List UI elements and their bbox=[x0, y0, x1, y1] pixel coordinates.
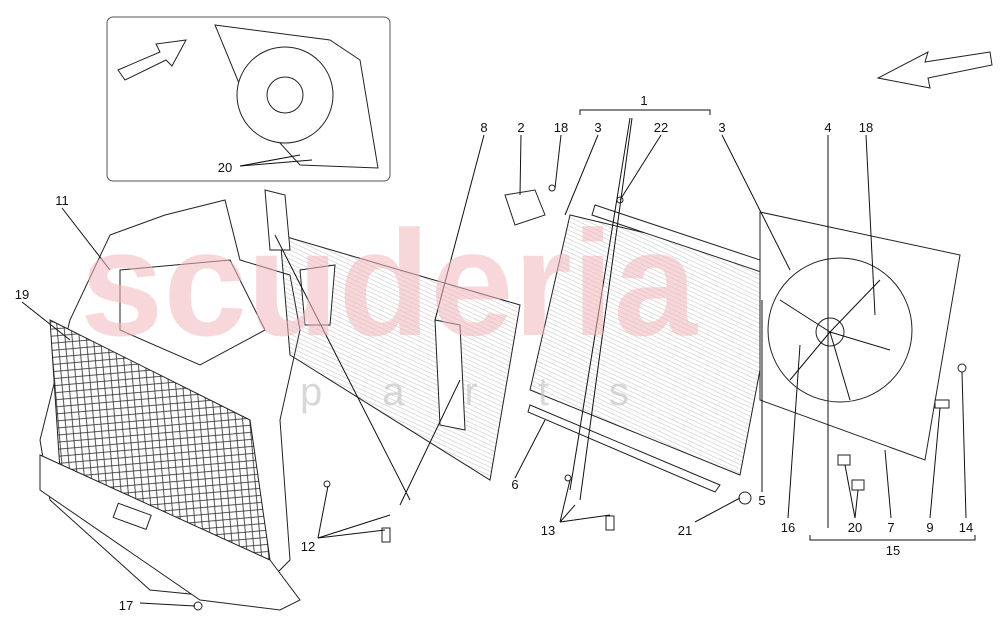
callout-20: 20 bbox=[848, 520, 862, 535]
inset-view: 20 bbox=[106, 16, 391, 182]
callout-22: 22 bbox=[654, 120, 668, 135]
callout-2: 2 bbox=[517, 120, 524, 135]
callout-9: 9 bbox=[926, 520, 933, 535]
direction-arrow-icon bbox=[117, 39, 187, 81]
callout-1: 1 bbox=[640, 93, 647, 108]
callout-7: 7 bbox=[887, 520, 894, 535]
callout-15: 15 bbox=[886, 543, 900, 558]
callout-17: 17 bbox=[119, 598, 133, 613]
leader-lines bbox=[21, 109, 976, 607]
callout-6: 6 bbox=[511, 477, 518, 492]
callout-18: 18 bbox=[554, 120, 568, 135]
grille-part-19 bbox=[39, 319, 301, 611]
callout-21: 21 bbox=[678, 523, 692, 538]
callout-5: 5 bbox=[758, 493, 765, 508]
callout-20-inset: 20 bbox=[218, 160, 232, 175]
callout-3: 3 bbox=[718, 120, 725, 135]
fan-assembly-part-15 bbox=[759, 211, 967, 491]
callout-16: 16 bbox=[781, 520, 795, 535]
radiator-part-1 bbox=[504, 189, 791, 505]
callout-18: 18 bbox=[859, 120, 873, 135]
callout-19: 19 bbox=[15, 287, 29, 302]
callout-8: 8 bbox=[480, 120, 487, 135]
callout-3: 3 bbox=[594, 120, 601, 135]
callout-14: 14 bbox=[959, 520, 973, 535]
condenser-part-8 bbox=[264, 189, 521, 481]
callout-11: 11 bbox=[55, 193, 69, 208]
callout-13: 13 bbox=[541, 523, 555, 538]
callout-labels: 1 2 18 3 22 3 4 18 8 11 19 6 5 13 21 16 … bbox=[15, 93, 973, 613]
callout-12: 12 bbox=[301, 539, 315, 554]
callout-4: 4 bbox=[824, 120, 831, 135]
direction-arrow-icon bbox=[876, 51, 993, 89]
